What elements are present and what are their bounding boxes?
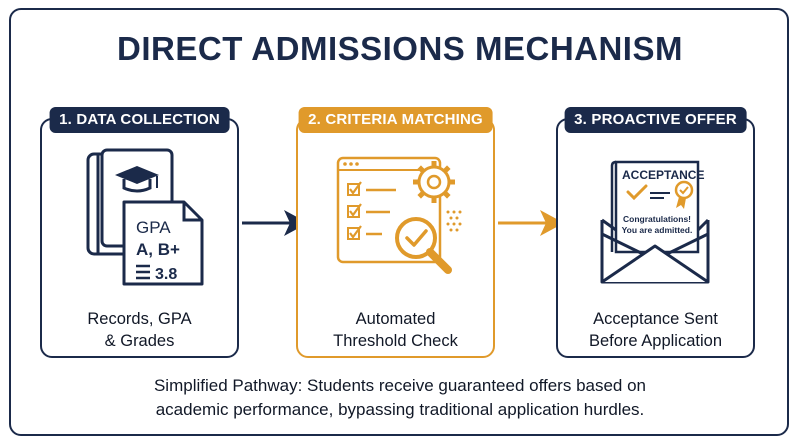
caption-line-2: Before Application bbox=[588, 332, 722, 350]
diagram-title: DIRECT ADMISSIONS MECHANISM bbox=[117, 30, 683, 67]
acceptance-letter-envelope-icon: ACCEPTANCE Congratulations! You are admi… bbox=[600, 160, 710, 284]
student-records-icon: GPA A, B+ 3.8 bbox=[86, 148, 204, 286]
step-caption-criteria-matching: Automated Threshold Check bbox=[298, 308, 493, 352]
footer-line-1: Simplified Pathway: Students receive gua… bbox=[153, 376, 647, 395]
arrow-right-icon bbox=[498, 210, 564, 236]
doc-gpa-text: GPA bbox=[136, 218, 171, 237]
caption-line-1: Records, GPA bbox=[87, 310, 192, 328]
diagram-frame bbox=[9, 8, 789, 436]
doc-grades-text: A, B+ bbox=[136, 240, 180, 259]
step-card-criteria-matching: 2. CRITERIA MATCHING bbox=[296, 107, 495, 358]
step-caption-proactive-offer: Acceptance Sent Before Application bbox=[558, 308, 753, 352]
caption-line-2: Threshold Check bbox=[333, 332, 458, 350]
letter-line-2: You are admitted. bbox=[622, 225, 693, 235]
footer-line-2: academic performance, bypassing traditio… bbox=[155, 400, 645, 419]
step-label-criteria-matching: 2. CRITERIA MATCHING bbox=[298, 107, 493, 133]
step-card-data-collection: 1. DATA COLLECTION GPA A, B+ 3.8 Records… bbox=[40, 107, 239, 358]
step-caption-data-collection: Records, GPA & Grades bbox=[42, 308, 237, 352]
step-label-proactive-offer: 3. PROACTIVE OFFER bbox=[564, 107, 747, 133]
caption-line-1: Automated bbox=[355, 310, 436, 328]
letter-line-1: Congratulations! bbox=[623, 214, 691, 224]
footer-summary: Simplified Pathway: Students receive gua… bbox=[0, 374, 800, 422]
caption-line-2: & Grades bbox=[104, 332, 175, 350]
caption-line-1: Acceptance Sent bbox=[593, 310, 718, 328]
step-label-data-collection: 1. DATA COLLECTION bbox=[49, 107, 230, 133]
checklist-gear-magnifier-icon bbox=[336, 156, 462, 274]
doc-score-text: 3.8 bbox=[155, 266, 177, 283]
step-card-proactive-offer: 3. PROACTIVE OFFER ACCEPTANCE Congratula… bbox=[556, 107, 755, 358]
letter-heading: ACCEPTANCE bbox=[622, 168, 704, 182]
